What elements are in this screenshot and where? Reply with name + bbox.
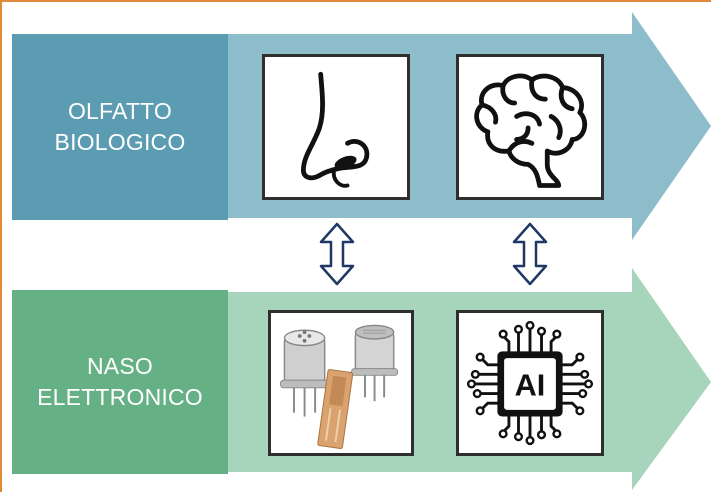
frame-top-line xyxy=(0,0,711,2)
gas-sensors-photo xyxy=(280,324,399,449)
label-line: ELETTRONICO xyxy=(37,384,203,410)
label-line: NASO xyxy=(87,352,153,379)
frame-left-line xyxy=(0,0,2,492)
nose-tile xyxy=(262,54,410,200)
brain-tile xyxy=(456,54,604,200)
ai-chip-tile: AI xyxy=(456,310,604,456)
nose-icon xyxy=(300,71,370,188)
double-arrow-vertical-icon xyxy=(512,222,548,286)
gas-sensors-tile xyxy=(268,310,414,456)
ai-chip-icon: AI xyxy=(466,320,594,446)
label-line: OLFATTO xyxy=(67,97,173,124)
label-line: BIOLOGICO xyxy=(54,129,186,155)
ai-chip-badge: AI xyxy=(515,367,546,402)
electronic-nose-label: NASO ELETTRONICO xyxy=(12,290,228,474)
double-arrow-vertical-icon xyxy=(319,222,355,286)
brain-icon xyxy=(474,73,588,188)
biological-olfaction-label: OLFATTO BIOLOGICO xyxy=(12,34,228,220)
